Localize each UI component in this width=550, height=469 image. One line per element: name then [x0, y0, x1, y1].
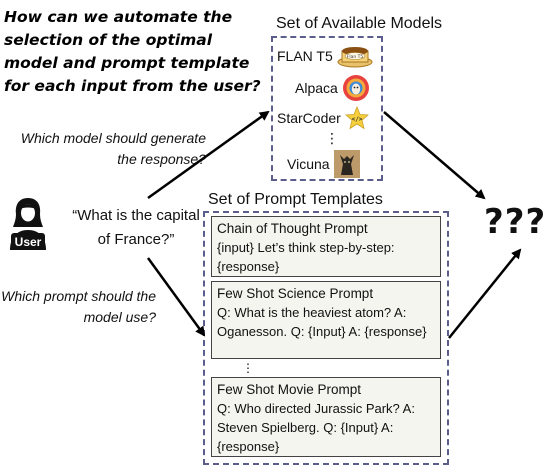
unknown-output: ???: [484, 202, 547, 242]
user-icon: User: [10, 198, 46, 250]
alpaca-icon: [342, 75, 369, 101]
user-input-text: “What is the capital of France?”: [72, 207, 200, 248]
model-name: StarCoder: [277, 110, 341, 126]
template-body: Q: Who directed Jurassic Park? A: Steven…: [217, 401, 415, 454]
flan-badge: Flan T5: [347, 54, 364, 60]
models-ellipsis: ⋮: [325, 130, 339, 146]
model-alpaca: Alpaca: [295, 74, 370, 102]
template-name: Few Shot Science Prompt: [217, 286, 374, 301]
model-vicuna: Vicuna: [287, 150, 360, 178]
template-body: {input} Let’s think step-by-step: {respo…: [217, 240, 395, 274]
models-title: Set of Available Models: [276, 15, 443, 32]
template-chain-of-thought: Chain of Thought Prompt {input} Let’s th…: [211, 216, 441, 277]
model-name: Alpaca: [295, 80, 338, 96]
main-question: How can we automate the selection of the…: [4, 8, 261, 95]
arrow-models-to-output: [383, 111, 486, 200]
star-code-icon: </>: [344, 106, 369, 130]
model-question: Which model should generate the response…: [20, 130, 206, 167]
vicuna-icon: [333, 150, 360, 178]
prompt-question: Which prompt should the model use?: [1, 288, 156, 325]
template-name: Few Shot Movie Prompt: [217, 382, 362, 397]
templates-box: Chain of Thought Prompt {input} Let’s th…: [203, 211, 449, 465]
arrow-user-to-models: [147, 110, 270, 200]
arrow-user-to-templates: [146, 257, 206, 337]
templates-ellipsis: ⋮: [242, 361, 254, 375]
model-starcoder: StarCoder </>: [277, 106, 369, 130]
model-name: Vicuna: [287, 156, 330, 172]
models-box: FLAN T5 Flan T5 Alpaca StarCoder </> ⋮ V…: [271, 36, 383, 181]
model-flan-t5: FLAN T5 Flan T5: [277, 44, 373, 68]
model-name: FLAN T5: [277, 48, 333, 64]
template-few-shot-science: Few Shot Science Prompt Q: What is the h…: [211, 281, 441, 359]
starcoder-badge: </>: [351, 116, 362, 123]
arrow-templates-to-output: [448, 248, 522, 339]
templates-title: Set of Prompt Templates: [208, 191, 383, 208]
template-few-shot-movie: Few Shot Movie Prompt Q: Who directed Ju…: [211, 377, 441, 457]
template-body: Q: What is the heaviest atom? A: Oganess…: [217, 305, 427, 339]
user-label: User: [15, 235, 42, 249]
flan-pudding-icon: Flan T5: [337, 47, 373, 68]
template-name: Chain of Thought Prompt: [217, 221, 368, 236]
